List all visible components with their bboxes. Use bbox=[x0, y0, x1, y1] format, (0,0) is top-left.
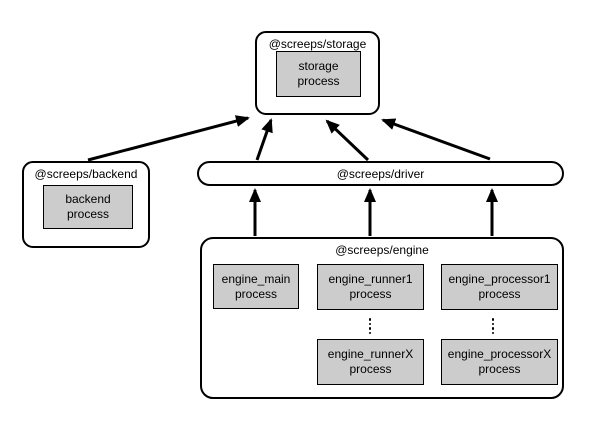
process-label-line1: backend bbox=[65, 192, 111, 206]
process-label-line1: engine_runnerX bbox=[327, 347, 414, 361]
process-label-line2: process bbox=[234, 286, 278, 301]
node-driver-title: @screeps/driver bbox=[336, 166, 425, 181]
node-engine-title: @screeps/engine bbox=[335, 243, 429, 257]
node-storage-title: @screeps/storage bbox=[268, 37, 367, 51]
process-box-engine-runnerx: engine_runnerX process bbox=[317, 339, 424, 385]
node-backend-title: @screeps/backend bbox=[34, 167, 138, 181]
process-label-line1: engine_processor1 bbox=[448, 272, 551, 286]
node-engine: @screeps/engine engine_main process engi… bbox=[200, 237, 564, 399]
process-label-line2: process bbox=[478, 287, 521, 301]
process-label-line2: process bbox=[297, 74, 340, 88]
process-box-storage: storage process bbox=[276, 51, 361, 97]
process-box-engine-processor1: engine_processor1 process bbox=[441, 264, 558, 310]
process-label-line2: process bbox=[349, 362, 392, 376]
process-box-backend: backend process bbox=[43, 185, 133, 229]
process-label-line1: engine_main bbox=[221, 271, 291, 286]
arrow-driver-to-storage-2 bbox=[325, 119, 370, 162]
process-label-line1: storage bbox=[298, 59, 339, 73]
process-box-engine-runner1: engine_runner1 process bbox=[317, 264, 424, 310]
process-box-engine-processorx: engine_processorX process bbox=[441, 339, 558, 385]
vertical-ellipsis-runner bbox=[368, 318, 372, 335]
node-storage: @screeps/storage storage process bbox=[255, 31, 380, 115]
arrow-backend-to-storage bbox=[87, 115, 250, 162]
arrow-driver-to-storage-3 bbox=[381, 118, 491, 161]
node-backend: @screeps/backend backend process bbox=[22, 161, 150, 248]
process-label-line2: process bbox=[66, 207, 110, 221]
process-label-line2: process bbox=[478, 362, 521, 376]
arrow-driver-to-storage-1 bbox=[255, 118, 273, 161]
process-box-engine-main: engine_main process bbox=[213, 264, 299, 309]
node-driver: @screeps/driver bbox=[197, 161, 564, 186]
vertical-ellipsis-processor bbox=[491, 318, 495, 335]
process-label-line1: engine_runner1 bbox=[328, 272, 413, 286]
process-label-line2: process bbox=[349, 287, 392, 301]
process-label-line1: engine_processorX bbox=[447, 347, 552, 361]
